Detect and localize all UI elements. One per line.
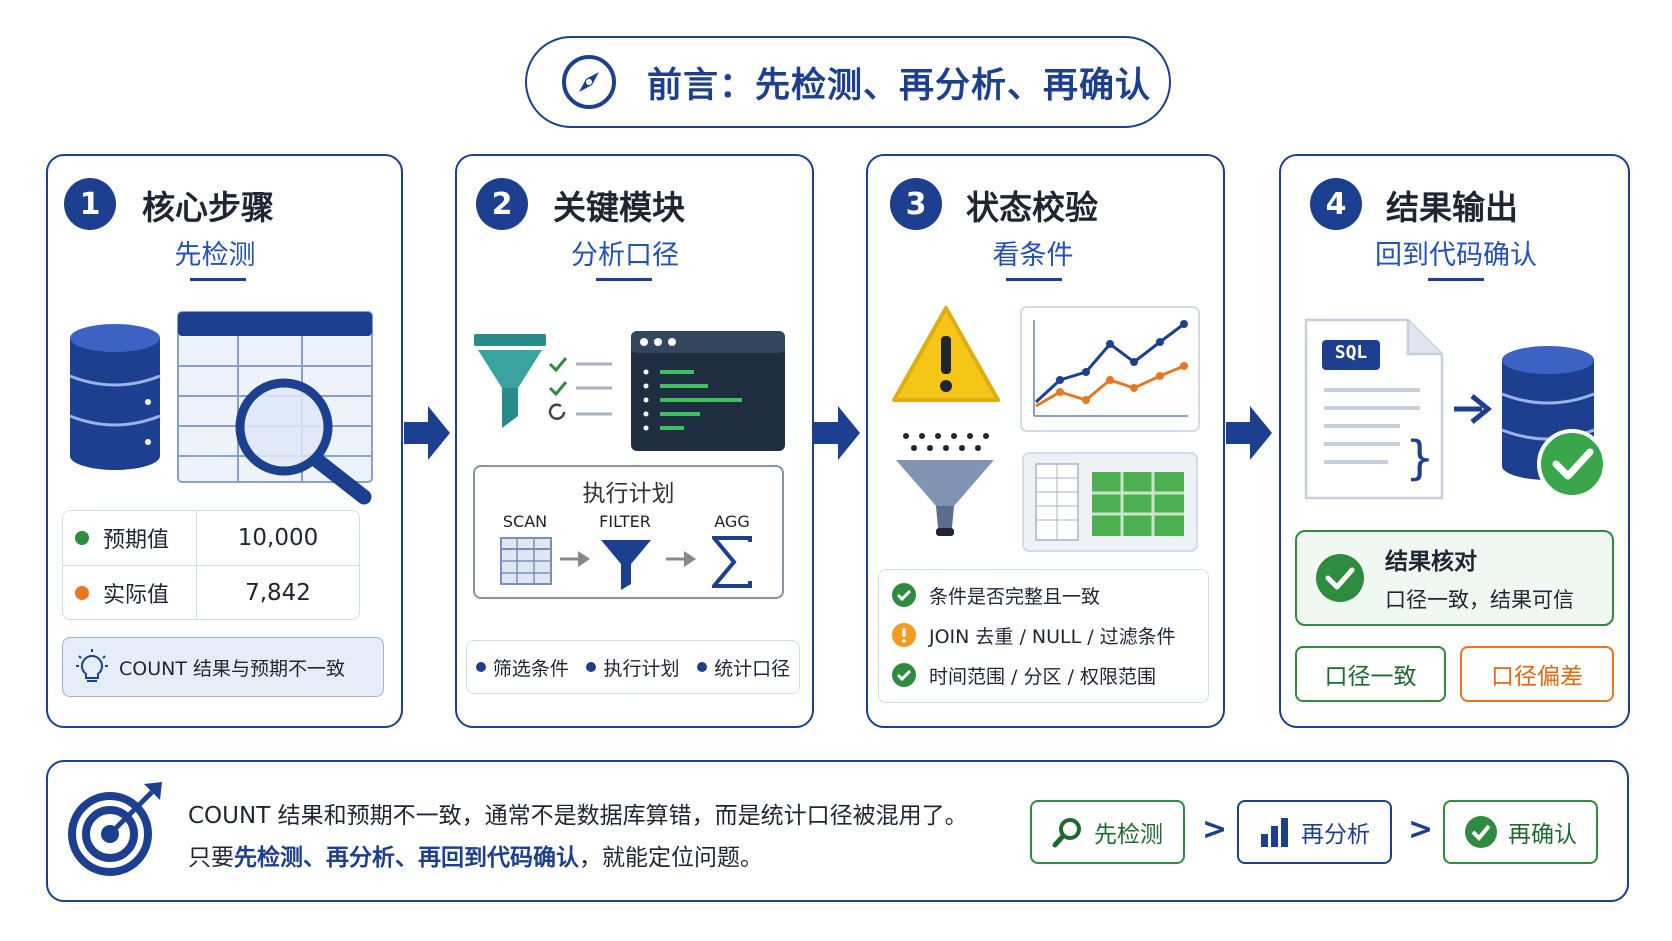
subtitle-underline (1428, 278, 1484, 281)
check-circle-icon (892, 663, 916, 687)
chevron-right-icon: > (1202, 812, 1228, 847)
result-check-box: 结果核对 口径一致，结果可信 (1295, 530, 1614, 626)
sql-file-icon: } (1304, 318, 1444, 500)
step-title-4: 结果输出 (1386, 188, 1518, 227)
checklist-icon (548, 357, 612, 420)
step-title-3: 状态校验 (966, 188, 1098, 227)
database-icon (69, 324, 161, 470)
sql-label: SQL (1334, 342, 1368, 363)
check-circle-icon (892, 583, 916, 607)
green-dot (75, 531, 89, 545)
step-subtitle-1: 先检测 (174, 240, 256, 271)
bar-chart-icon (1261, 818, 1288, 847)
warning-icon (892, 306, 1000, 402)
subtitle-underline (190, 278, 246, 281)
step-title-1: 核心步骤 (142, 188, 274, 227)
row-label: 预期值 (103, 528, 170, 553)
step-number-1: 1 (64, 178, 116, 230)
arrow-right-icon (1226, 406, 1272, 460)
summary-line-1: COUNT 结果和预期不一致，通常不是数据库算错，而是统计口径被混用了。 (188, 803, 968, 829)
filter-funnel-icon (896, 433, 994, 536)
title-banner: 前言：先检测、再分析、再确认 (525, 36, 1171, 128)
chip: 执行计划 (586, 654, 679, 681)
table-row: 实际值 7,842 (63, 565, 359, 619)
arrow-right-icon (1454, 394, 1492, 424)
chip: 筛选条件 (475, 654, 569, 681)
line-chart-icon (1020, 306, 1200, 432)
step-number-4: 4 (1310, 178, 1362, 230)
magnifier-icon (235, 378, 372, 505)
value-table: 预期值 10,000 实际值 7,842 (62, 510, 360, 620)
warning-circle-icon (892, 623, 916, 647)
list-item: 条件是否完整且一致 (891, 575, 1208, 615)
analyze-button[interactable]: 再分析 (1237, 800, 1392, 864)
detect-button[interactable]: 先检测 (1030, 800, 1185, 864)
search-icon (1052, 818, 1081, 848)
step-title-2: 关键模块 (553, 188, 685, 227)
warning-note: COUNT 结果与预期不一致 (62, 637, 384, 697)
chip: 统计口径 (697, 654, 790, 681)
summary-line-2: 只要先检测、再分析、再回到代码确认，就能定位问题。 (188, 845, 763, 871)
row-label: 实际值 (103, 582, 170, 608)
plan-step-label: AGG (714, 512, 750, 531)
arrow-right-icon (404, 406, 450, 460)
deviation-button[interactable]: 口径偏差 (1460, 646, 1614, 702)
consistent-button[interactable]: 口径一致 (1295, 646, 1446, 702)
chevron-right-icon: > (1408, 812, 1434, 847)
step-number-2: 2 (476, 178, 528, 230)
svg-text:}: } (1406, 431, 1434, 485)
result-desc: 口径一致，结果可信 (1385, 588, 1574, 612)
sigma-icon (712, 536, 752, 588)
funnel-icon (474, 334, 546, 428)
subtitle-underline (596, 278, 652, 281)
scan-table-icon (500, 537, 552, 585)
row-value: 10,000 (237, 525, 319, 551)
lightbulb-icon (76, 649, 108, 682)
row-value: 7,842 (245, 579, 311, 606)
step-subtitle-3: 看条件 (992, 240, 1074, 271)
check-circle-icon (1465, 816, 1497, 848)
check-circle-icon (1316, 554, 1364, 602)
plan-step-label: SCAN (502, 512, 548, 531)
terminal-icon (631, 331, 785, 451)
step-subtitle-4: 回到代码确认 (1375, 240, 1537, 271)
result-title: 结果核对 (1385, 549, 1477, 575)
step-subtitle-2: 分析口径 (571, 240, 679, 271)
target-icon (68, 782, 162, 876)
confirm-button[interactable]: 再确认 (1443, 800, 1598, 864)
orange-dot (75, 585, 89, 600)
arrow-right-icon (666, 551, 696, 567)
subtitle-underline (1006, 278, 1062, 281)
note-text: COUNT 结果与预期不一致 (119, 657, 345, 680)
summary-highlight: 先检测、再分析、再回到代码确认 (234, 845, 579, 871)
arrow-right-icon (560, 551, 590, 567)
compass-icon (562, 55, 616, 109)
arrow-right-icon (814, 406, 860, 460)
list-item: JOIN 去重 / NULL / 过滤条件 (891, 615, 1208, 655)
table-row: 预期值 10,000 (63, 511, 359, 565)
step-number-3: 3 (890, 178, 942, 230)
page-title: 前言：先检测、再分析、再确认 (647, 65, 1152, 106)
list-item: 时间范围 / 分区 / 权限范围 (891, 655, 1208, 695)
plan-title: 执行计划 (582, 481, 675, 507)
database-check-icon (1501, 346, 1607, 499)
module-chips: 筛选条件 执行计划 统计口径 (466, 640, 800, 694)
filter-icon (601, 540, 651, 590)
condition-checklist: 条件是否完整且一致 JOIN 去重 / NULL / 过滤条件 时间范围 / 分… (878, 569, 1209, 703)
plan-step-label: FILTER (599, 512, 651, 531)
spreadsheet-icon (1022, 452, 1198, 552)
